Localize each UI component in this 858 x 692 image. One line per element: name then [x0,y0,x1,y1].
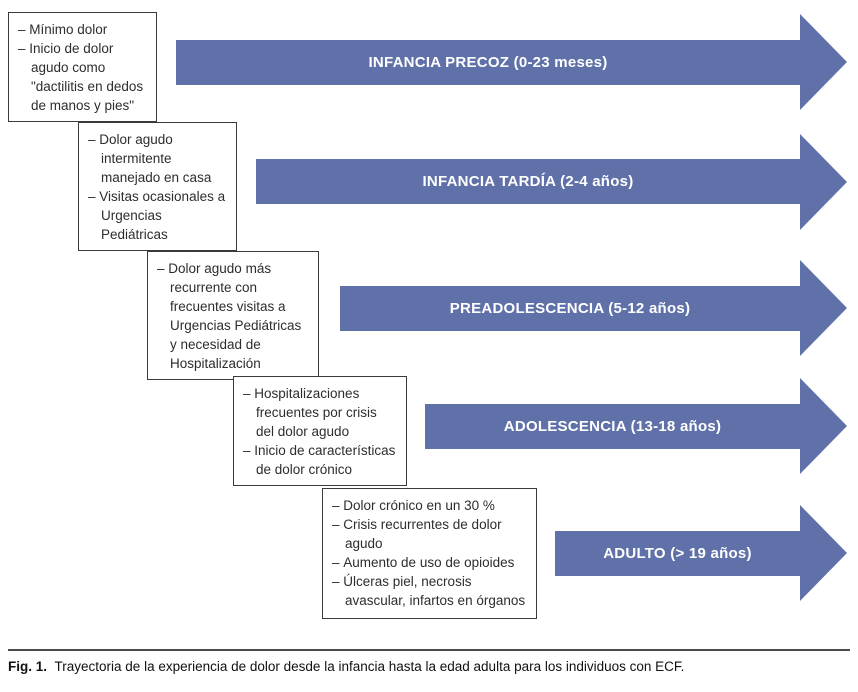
stage-arrow-infancia-tardia: INFANCIA TARDÍA (2-4 años) [256,159,800,204]
stage-label: ADULTO (> 19 años) [603,545,752,562]
figure-caption-text: Trayectoria de la experiencia de dolor d… [54,659,685,674]
figure-caption-label: Fig. 1. [8,659,48,674]
note-box-infancia-tardia: Dolor agudo intermitente manejado en cas… [78,122,237,251]
stage-arrow-adolescencia: ADOLESCENCIA (13-18 años) [425,404,800,449]
bullet-item: Dolor crónico en un 30 % [332,496,527,515]
bullet-item: Hospitalizaciones frecuentes por crisis … [243,384,397,441]
stage-label: INFANCIA PRECOZ (0-23 meses) [368,54,608,71]
arrow-head-icon [800,505,847,601]
bullet-item: Mínimo dolor [18,20,147,39]
stage-label: PREADOLESCENCIA (5-12 años) [449,300,691,317]
note-box-infancia-precoz: Mínimo dolor Inicio de dolor agudo como … [8,12,157,122]
note-box-preadolescencia: Dolor agudo más recurrente con frecuente… [147,251,319,380]
arrow-head-icon [800,260,847,356]
figure-caption: Fig. 1. Trayectoria de la experiencia de… [8,658,850,676]
stage-label: INFANCIA TARDÍA (2-4 años) [422,173,634,190]
note-box-adolescencia: Hospitalizaciones frecuentes por crisis … [233,376,407,486]
stage-arrow-preadolescencia: PREADOLESCENCIA (5-12 años) [340,286,800,331]
bullet-item: Visitas ocasionales a Urgencias Pediátri… [88,187,227,244]
caption-divider [8,649,850,651]
note-box-adulto: Dolor crónico en un 30 % Crisis recurren… [322,488,537,619]
bullet-item: Dolor agudo más recurrente con frecuente… [157,259,309,373]
bullet-item: Inicio de dolor agudo como "dactilitis e… [18,39,147,115]
bullet-item: Úlceras piel, necrosis avascular, infart… [332,572,527,610]
arrow-head-icon [800,134,847,230]
bullet-item: Dolor agudo intermitente manejado en cas… [88,130,227,187]
arrow-head-icon [800,14,847,110]
bullet-item: Aumento de uso de opioides [332,553,527,572]
bullet-item: Crisis recurrentes de dolor agudo [332,515,527,553]
arrow-head-icon [800,378,847,474]
stage-arrow-adulto: ADULTO (> 19 años) [555,531,800,576]
stage-arrow-infancia-precoz: INFANCIA PRECOZ (0-23 meses) [176,40,800,85]
bullet-item: Inicio de características de dolor cróni… [243,441,397,479]
stage-label: ADOLESCENCIA (13-18 años) [503,418,722,435]
